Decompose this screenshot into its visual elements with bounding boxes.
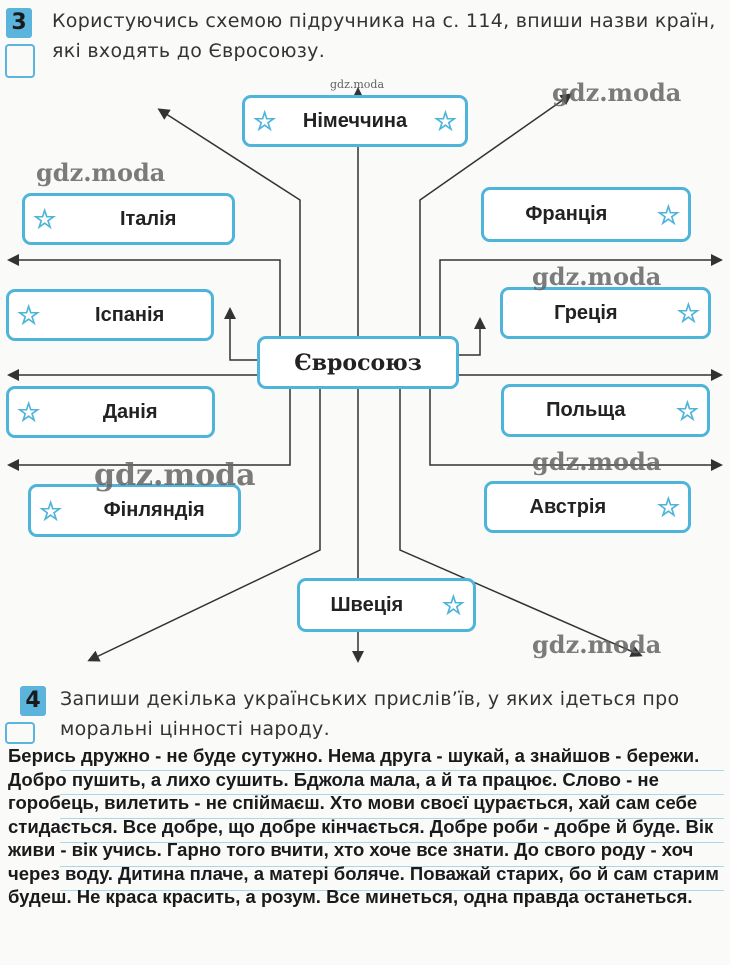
star-icon: ☆ xyxy=(17,397,41,427)
star-icon: ☆ xyxy=(675,395,699,426)
task-text: Користуючись схемою підручника на с. 114… xyxy=(52,10,716,62)
star-icon: ☆ xyxy=(676,298,700,328)
star-icon: ☆ xyxy=(253,106,277,136)
country-box: ☆Німеччина☆ xyxy=(242,95,468,147)
country-box: Греція☆ xyxy=(500,287,711,339)
star-icon: ☆ xyxy=(17,300,41,330)
star-icon: ☆ xyxy=(433,106,457,136)
country-box: ☆Італія xyxy=(22,193,235,245)
star-icon: ☆ xyxy=(33,204,57,234)
reading-icon xyxy=(5,722,35,744)
star-icon: ☆ xyxy=(39,495,63,526)
star-icon: ☆ xyxy=(656,492,680,522)
task-number: 3 xyxy=(6,8,32,38)
task-number: 4 xyxy=(20,686,46,716)
diagram-arrows xyxy=(7,87,723,663)
answer-text: Берись дружно - не буде сутужно. Нема др… xyxy=(8,745,719,907)
country-box: ☆Данія xyxy=(6,386,215,438)
star-icon: ☆ xyxy=(441,590,465,620)
watermark: gdz.moda xyxy=(532,262,662,291)
country-box: ☆Іспанія xyxy=(6,289,214,341)
star-icon: ☆ xyxy=(656,199,680,230)
country-box: Франція☆ xyxy=(481,187,691,242)
country-box: ☆Фінляндія xyxy=(28,484,241,537)
watermark: gdz.moda xyxy=(532,630,662,659)
country-box: Австрія☆ xyxy=(484,481,691,533)
task-text: Запиши декілька українських прислів’їв, … xyxy=(60,688,680,740)
country-box: Швеція☆ xyxy=(297,578,476,632)
country-box: Польща☆ xyxy=(501,384,710,437)
watermark: gdz.moda xyxy=(532,447,662,476)
reading-icon xyxy=(5,44,35,78)
center-box: Євросоюз xyxy=(257,336,459,389)
watermark: gdz.moda xyxy=(94,458,256,493)
watermark: gdz.moda xyxy=(330,78,385,91)
watermark: gdz.moda xyxy=(36,158,166,187)
watermark: gdz.moda xyxy=(552,78,682,107)
